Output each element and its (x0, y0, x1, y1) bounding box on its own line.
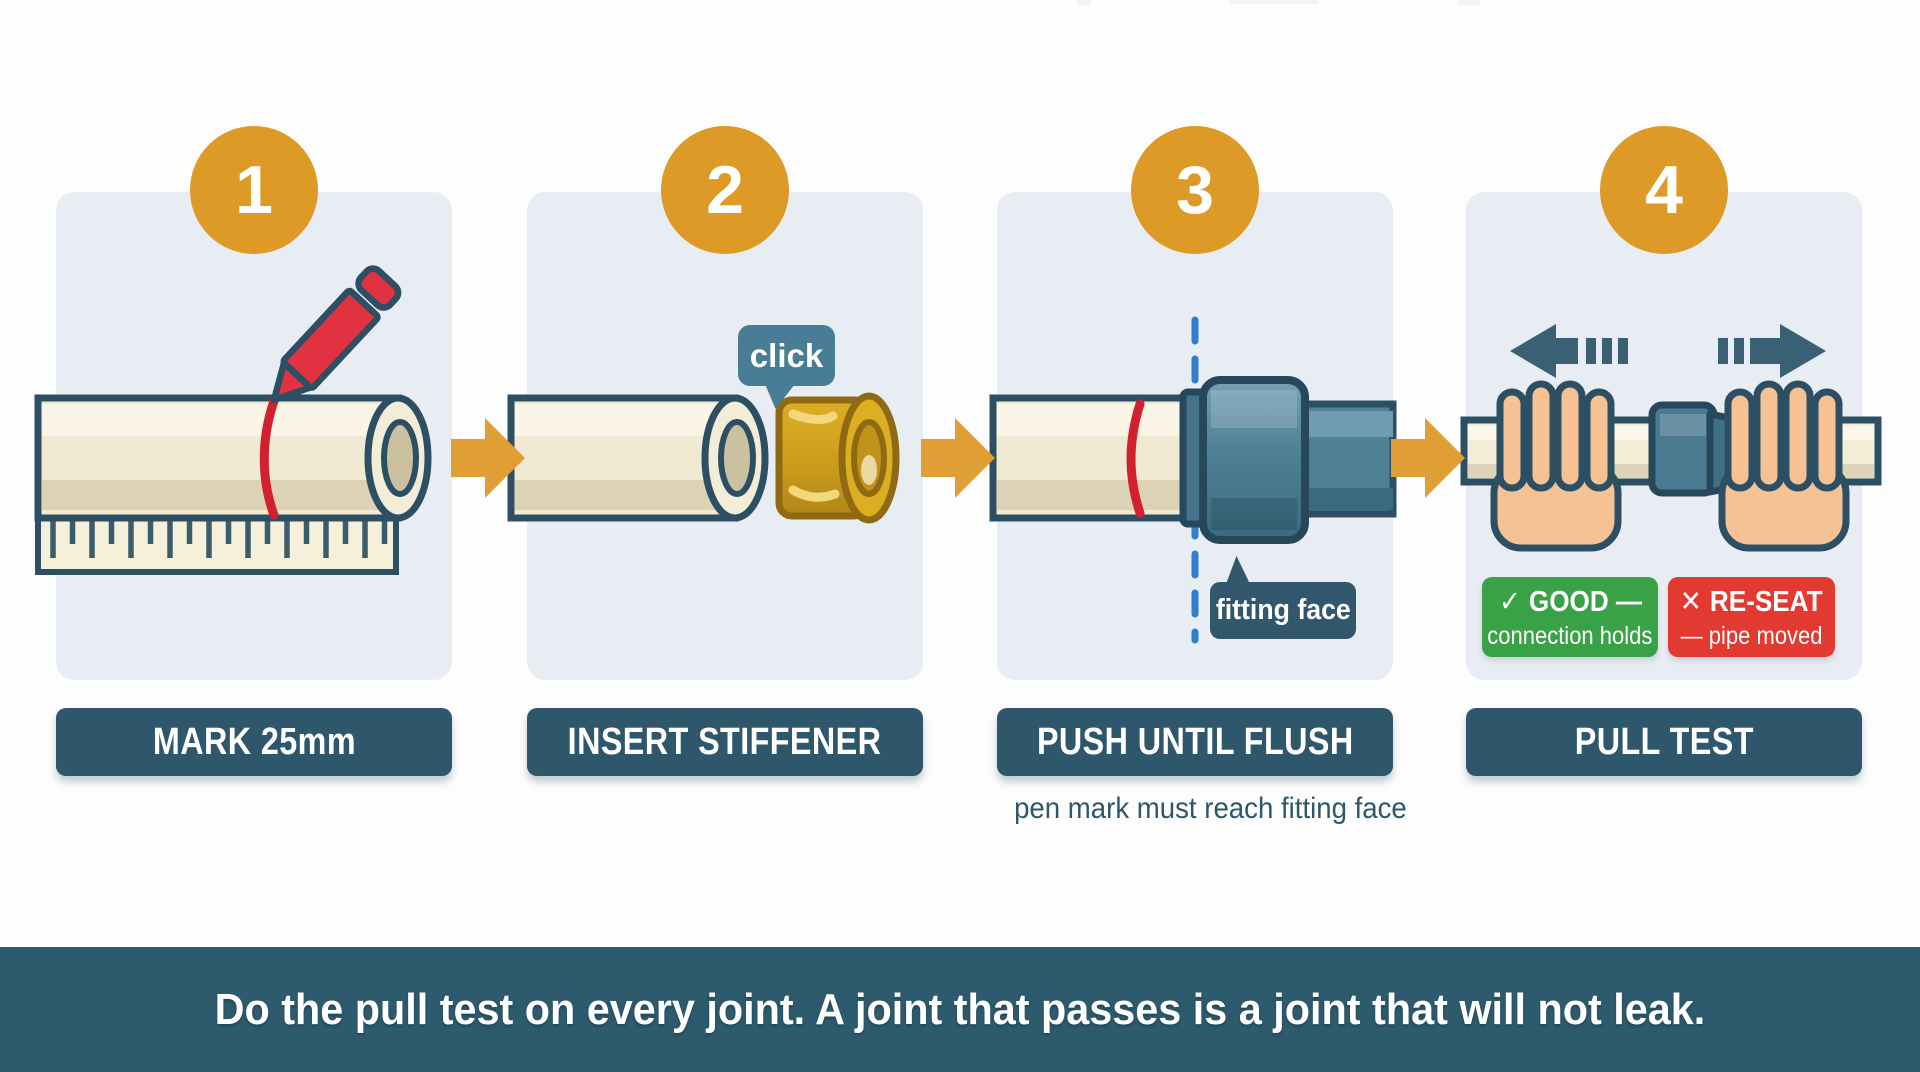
pen-mark-line (259, 396, 279, 520)
step-number-2: 2 (661, 126, 789, 254)
pipe-end-icon (364, 394, 432, 522)
footer-message: Do the pull test on every joint. A joint… (214, 984, 1706, 1034)
good-detail: connection holds (1487, 621, 1653, 650)
pull-arrow-left-icon (1510, 324, 1628, 378)
step-4-panel: ✓GOOD — connection holds ✕RE-SEAT — pipe… (1460, 192, 1882, 680)
pipe-icon (507, 394, 769, 522)
step-3-note: pen mark must reach fitting face (997, 792, 1407, 826)
step-number-3-label: 3 (1176, 152, 1214, 228)
reseat-heading: RE-SEAT (1710, 585, 1823, 618)
reseat-detail: — pipe moved (1680, 621, 1823, 650)
step-number-1-label: 1 (235, 152, 273, 228)
hand-left-icon (1490, 380, 1622, 552)
fitting-face-label: fitting face (1215, 594, 1351, 626)
pipe-icon (1460, 416, 1882, 486)
pipe-icon (34, 394, 432, 522)
pipe-fitting-icon (1648, 401, 1754, 497)
step-2-illustration (507, 392, 900, 524)
hand-right-icon (1718, 380, 1850, 552)
caption-insert-label: INSERT STIFFENER (568, 720, 882, 763)
caption-bar-mark: MARK 25mm (56, 708, 452, 776)
step-number-2-label: 2 (706, 152, 744, 228)
fitting-face-callout: fitting face (1210, 582, 1356, 639)
step-arrow-1-icon (451, 418, 525, 498)
caption-push-label: PUSH UNTIL FLUSH (1036, 720, 1354, 763)
caption-bar-pull: PULL TEST (1466, 708, 1862, 776)
fitting-face-callout-tail-icon (1226, 556, 1250, 584)
good-heading: GOOD — (1528, 585, 1642, 618)
caption-bar-insert: INSERT STIFFENER (527, 708, 923, 776)
top-edge-artifact (1458, 0, 1480, 5)
good-badge: ✓GOOD — connection holds (1482, 577, 1658, 657)
pipe-icon (989, 394, 1211, 522)
click-bubble: click (738, 325, 835, 386)
step-1-illustration (34, 265, 432, 575)
step-3-note-label: pen mark must reach fitting face (1014, 792, 1407, 825)
step-arrow-2-icon (921, 418, 995, 498)
step-3-panel: fitting face (989, 192, 1397, 680)
click-bubble-label: click (749, 336, 824, 374)
fitting-icon (1179, 376, 1309, 544)
stiffener-icon (775, 392, 900, 524)
step-number-4: 4 (1600, 126, 1728, 254)
footer-banner: Do the pull test on every joint. A joint… (0, 947, 1920, 1072)
step-number-4-label: 4 (1645, 152, 1683, 228)
check-icon: ✓ (1498, 585, 1521, 618)
pencil-icon (270, 265, 402, 404)
step-number-3: 3 (1131, 126, 1259, 254)
pen-mark-line (1126, 399, 1145, 518)
pull-arrow-right-icon (1718, 324, 1826, 378)
click-bubble-tail-icon (765, 384, 795, 409)
top-edge-artifact (1230, 0, 1318, 4)
cross-icon: ✕ (1680, 585, 1703, 618)
ruler-icon (35, 515, 399, 575)
step-number-1: 1 (190, 126, 318, 254)
step-arrow-3-icon (1391, 418, 1465, 498)
step-2-panel: click (507, 192, 923, 680)
caption-pull-label: PULL TEST (1574, 720, 1754, 763)
reseat-badge: ✕RE-SEAT — pipe moved (1668, 577, 1835, 657)
caption-mark-label: MARK 25mm (152, 720, 356, 763)
pipe-end-icon (701, 394, 769, 522)
outlet-pipe-icon (1289, 400, 1397, 518)
step-1-panel (34, 192, 452, 680)
top-edge-artifact (1077, 0, 1091, 5)
caption-bar-push: PUSH UNTIL FLUSH (997, 708, 1393, 776)
